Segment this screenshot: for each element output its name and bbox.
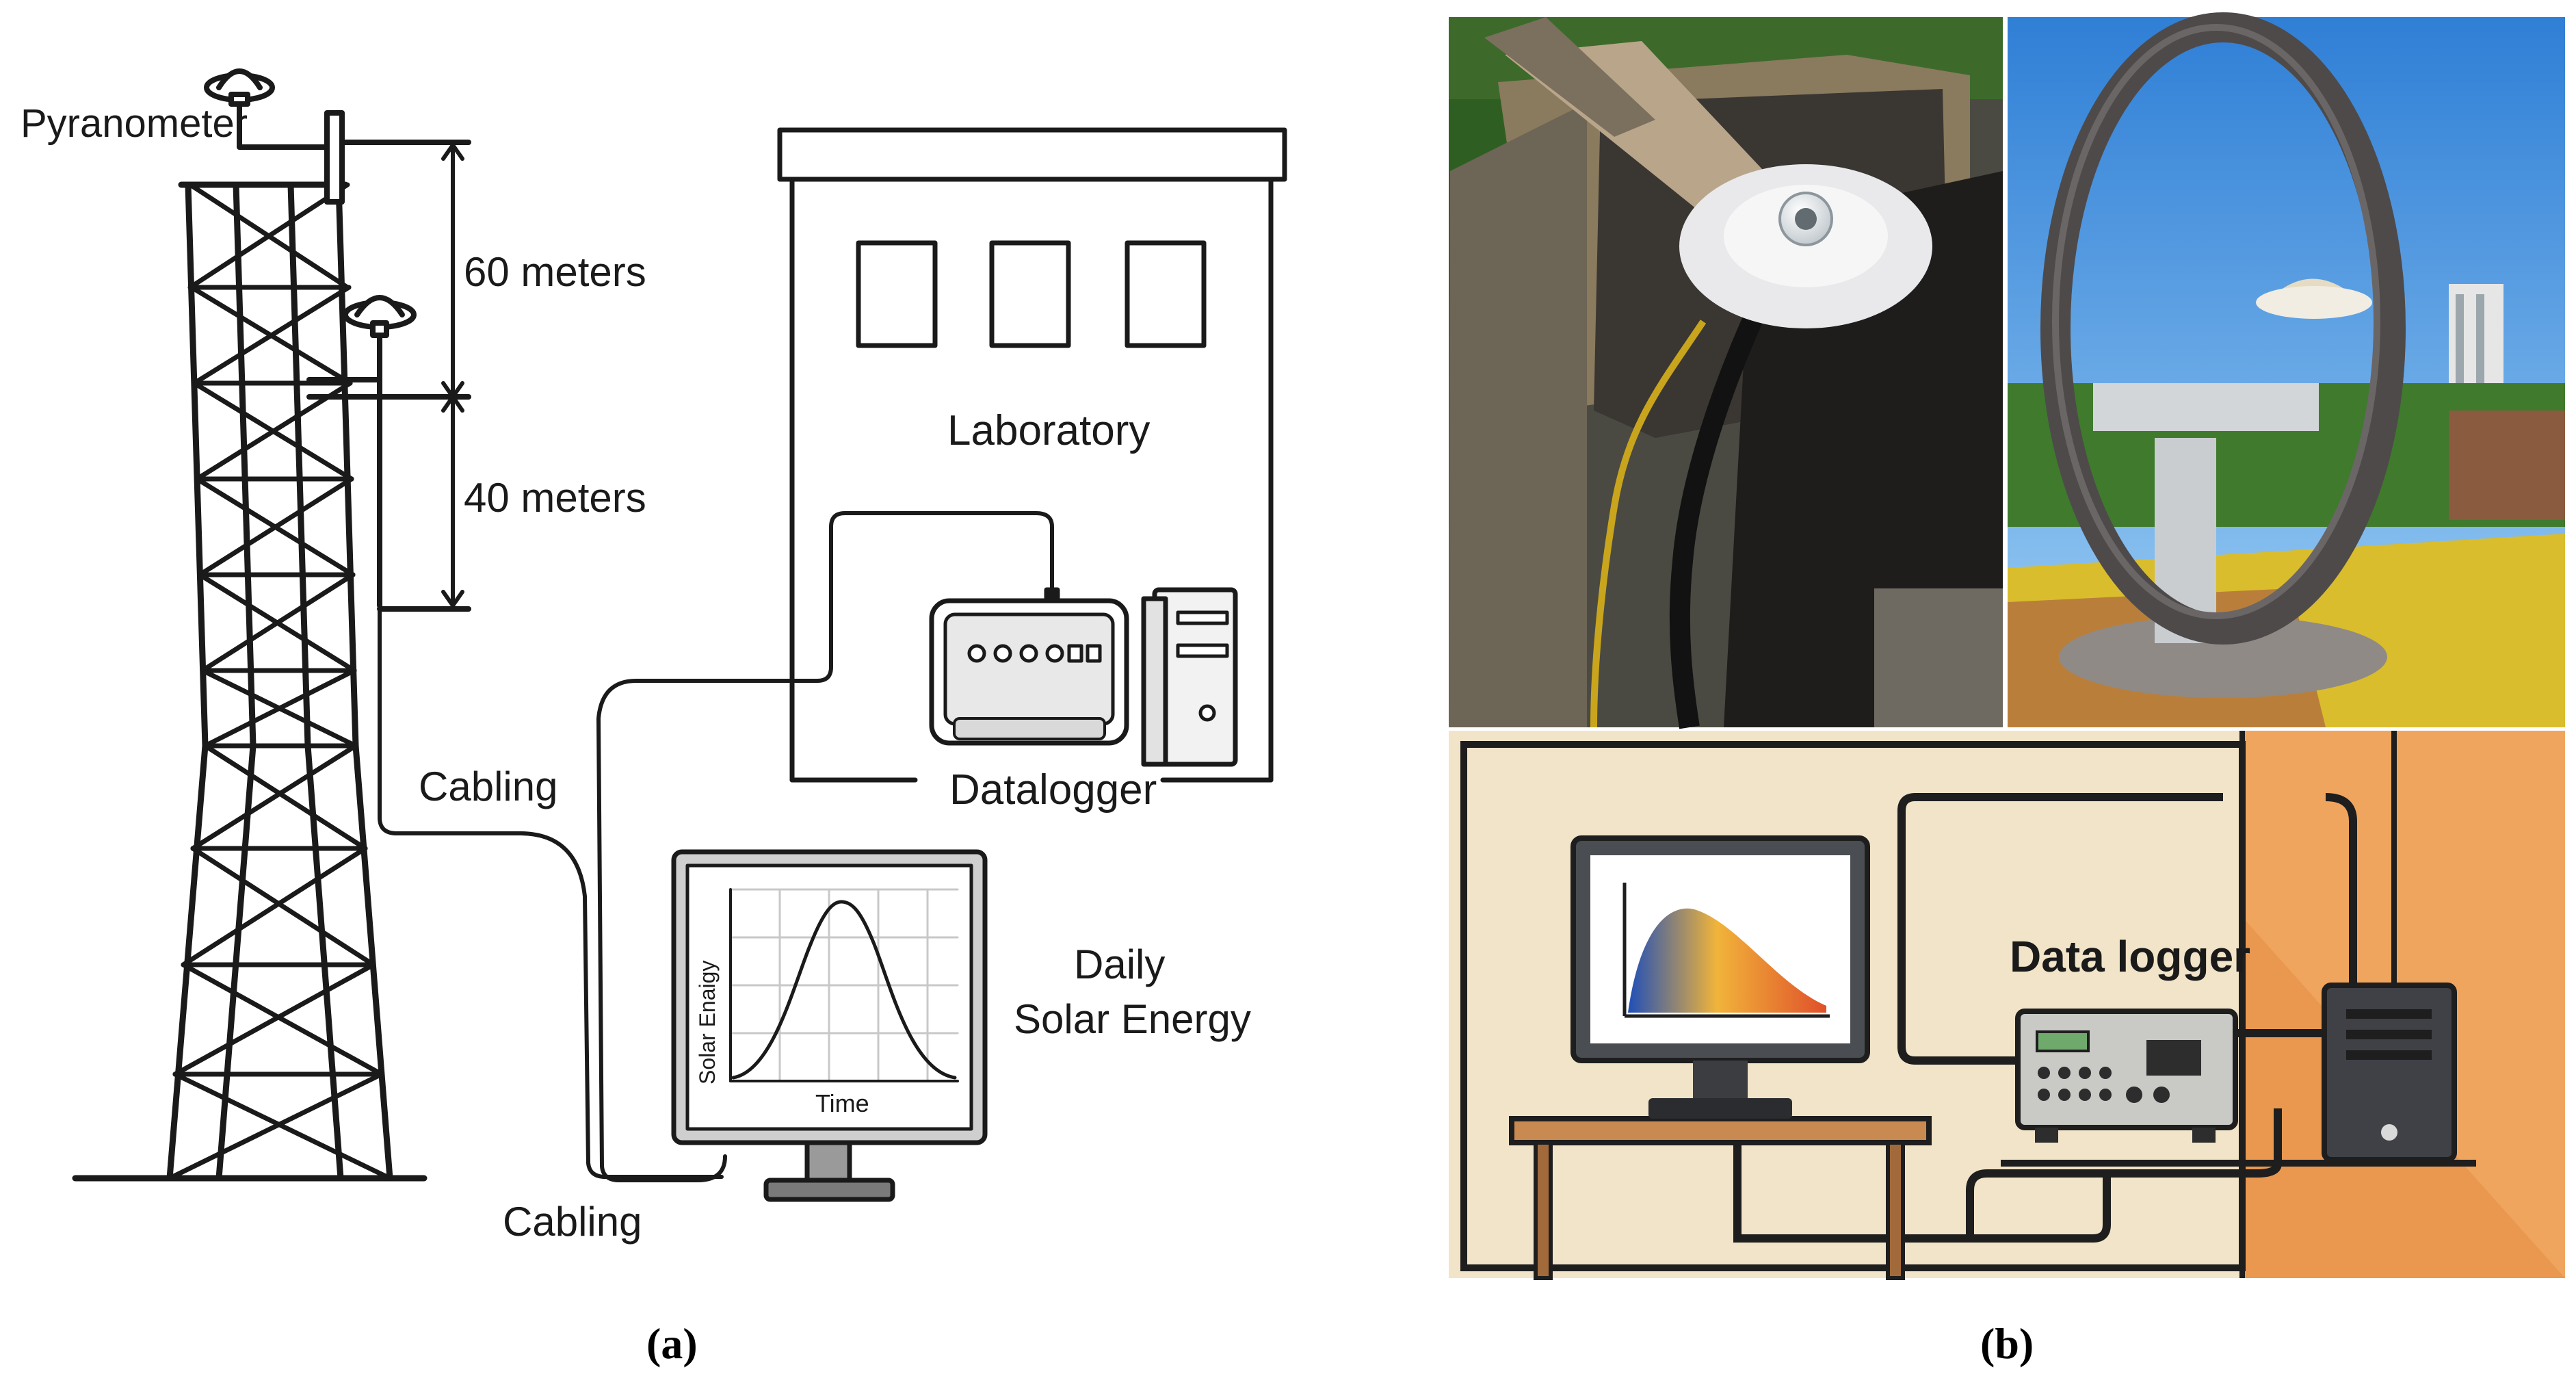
label-60-meters: 60 meters [464,249,646,295]
label-cabling-2: Cabling [503,1199,642,1245]
monitor-chart-xlabel: Time [815,1089,869,1117]
datalogger-illustration [1449,731,2565,1280]
label-solar-energy: Solar Energy [1014,996,1251,1042]
label-cabling-1: Cabling [419,764,557,809]
datalogger-icon [929,587,1129,746]
caption-b: (b) [1980,1319,2034,1368]
label-daily: Daily [1074,941,1165,987]
rooftop-pyranometer-photo [1449,17,2003,729]
label-40-meters: 40 meters [464,475,646,521]
monitor-chart-ylabel: Solar Enaigy [695,961,720,1084]
panel-a [72,68,1287,1202]
cabling-path-1 [378,607,724,1179]
tower-icon [72,181,428,1182]
label-laboratory: Laboratory [947,407,1150,454]
cabling-path-2 [596,511,1054,1182]
pyranometer-icon [204,68,471,205]
label-pyranometer: Pyranometer [21,101,248,146]
computer-tower-icon [1141,587,1238,767]
pyranometer-lower-icon [306,295,471,612]
daily-energy-curve [731,900,957,1080]
shadow-ring-pyranometer-photo [2008,12,2565,727]
label-datalogger: Datalogger [949,766,1157,814]
panel-b [1449,12,2565,1280]
label-data-logger: Data logger [2010,932,2250,981]
caption-a: (a) [646,1319,698,1368]
height-dimension [441,143,464,608]
building-icon [777,127,1287,783]
monitor-icon [671,849,988,1202]
